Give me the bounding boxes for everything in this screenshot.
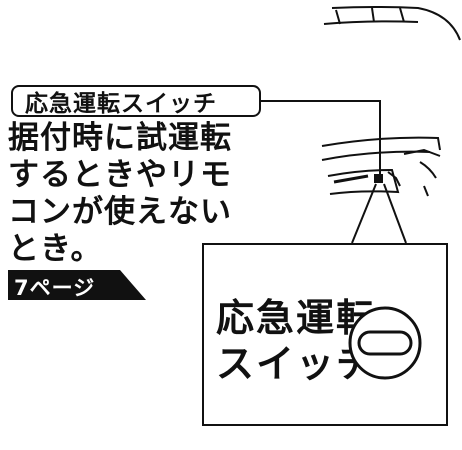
description-line: コンが使えない (8, 194, 232, 230)
callout-label: 応急運転スイッチ (25, 91, 217, 117)
description-text: 据付時に試運転 するときやリモ コンが使えない とき。 (8, 120, 232, 268)
emergency-switch-callout: 応急運転スイッチ (11, 85, 261, 117)
zoom-line-right (383, 183, 407, 244)
switch-location-mark (374, 174, 383, 183)
emergency-switch-icon (348, 306, 422, 380)
description-line: するときやリモ (8, 157, 232, 193)
description-line: 据付時に試運転 (8, 120, 232, 156)
description-line: とき。 (8, 231, 103, 267)
closeup-label-line: 応急運転 (216, 296, 377, 340)
closeup-label: 応急運転 スイッチ (216, 295, 376, 387)
arrow-tab-icon (8, 270, 146, 300)
callout-leader-line (261, 100, 381, 174)
page-reference-label: 7ページ (14, 276, 96, 300)
switch-closeup-panel: 応急運転 スイッチ (202, 243, 448, 426)
closeup-label-line: スイッチ (216, 342, 377, 386)
page-reference-tab[interactable]: 7ページ (8, 270, 148, 300)
zoom-line-left (351, 183, 377, 244)
